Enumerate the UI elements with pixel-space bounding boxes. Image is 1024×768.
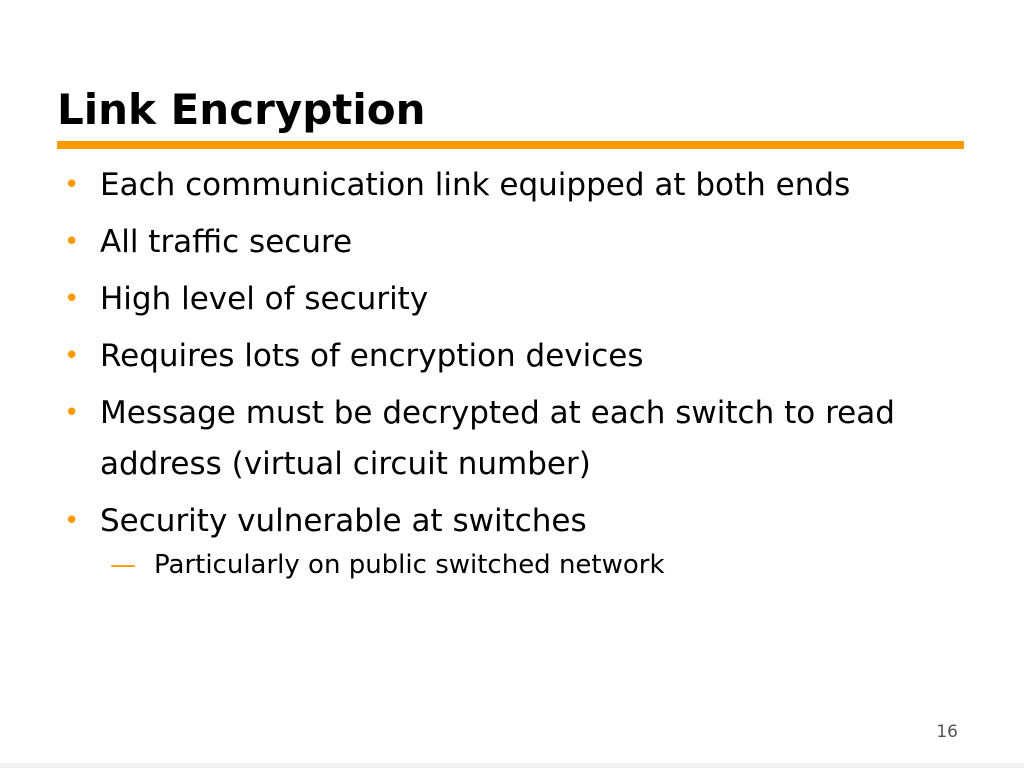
bullet-icon: • [64,398,80,428]
bullet-text: Requires lots of encryption devices [100,338,644,374]
bullet-item: • Requires lots of encryption devices [60,331,960,382]
bullet-text: Security vulnerable at switches [100,503,587,539]
page-number: 16 [936,722,958,742]
bullet-text: Message must be decrypted at each switch… [100,395,895,482]
sub-bullet-item: — Particularly on public switched networ… [110,547,960,583]
bullet-item: • Message must be decrypted at each swit… [60,388,960,490]
title-underline [57,141,964,149]
sub-bullet-list: — Particularly on public switched networ… [100,547,960,583]
bullet-text: Each communication link equipped at both… [100,167,851,203]
bullet-icon: • [64,341,80,371]
bullet-item: • Security vulnerable at switches — Part… [60,496,960,583]
bullet-item: • All traffic secure [60,217,960,268]
bullet-list: • Each communication link equipped at bo… [60,160,960,589]
dash-icon: — [110,550,136,580]
bullet-item: • Each communication link equipped at bo… [60,160,960,211]
sub-bullet-text: Particularly on public switched network [154,550,665,580]
bullet-text: All traffic secure [100,224,353,260]
slide-title: Link Encryption [57,85,426,134]
bullet-item: • High level of security [60,274,960,325]
bullet-icon: • [64,170,80,200]
footer-divider [0,763,1024,768]
bullet-text: High level of security [100,281,429,317]
bullet-icon: • [64,506,80,536]
bullet-icon: • [64,284,80,314]
bullet-icon: • [64,227,80,257]
